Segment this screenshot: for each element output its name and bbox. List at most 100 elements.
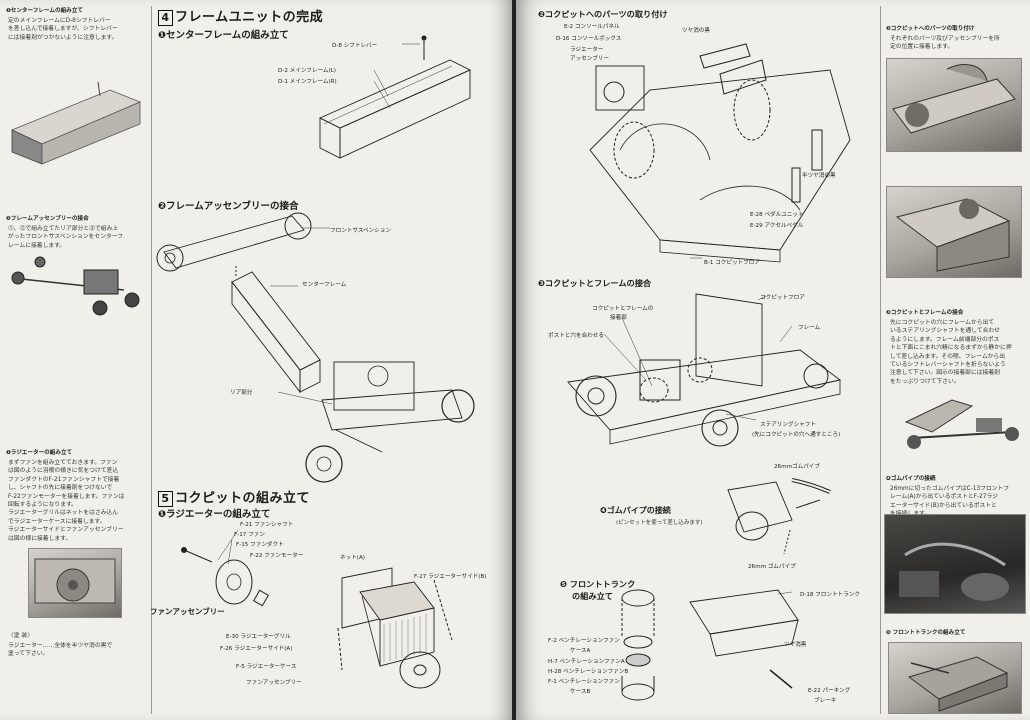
text-line: し、シャフトの先に接着剤をつけないで bbox=[8, 485, 113, 492]
part-label: F-22 ファンモーター bbox=[250, 553, 304, 559]
cockpit-frame-photo bbox=[892, 392, 1022, 454]
cockpit-photo-1 bbox=[886, 58, 1022, 152]
rubber-pipe-photo-drawing bbox=[899, 542, 1009, 601]
text-line: には接着剤がつかないように注意します。 bbox=[8, 34, 118, 41]
sidebar-step-text: 先にコクピットの穴にフレームから出て いるステアリングシャフトを通して合わせ る… bbox=[890, 319, 1012, 386]
step-title: ❶センターフレームの組み立て bbox=[158, 30, 289, 41]
section-title-text: コクピットの組み立て bbox=[175, 491, 311, 506]
cockpit-frame-diagram bbox=[567, 293, 842, 447]
center-frame-photo-drawing bbox=[11, 81, 142, 165]
left-page: ❶センターフレームの組み立て 定のメインフレームにD-8シフトレバー を差し込ん… bbox=[0, 0, 514, 720]
text-line: ラジエーター……全体を半ツヤ消の黒で bbox=[8, 643, 113, 649]
sidebar-step-title: ❶センターフレームの組み立て bbox=[6, 8, 83, 14]
text-line: は図の様に接着します。 bbox=[8, 535, 72, 542]
part-label: ケースB bbox=[570, 689, 591, 695]
cockpit-frame-photo-drawing bbox=[904, 399, 1019, 449]
part-label: 接着部 bbox=[610, 315, 627, 321]
part-label: E-2 コンソールパネル bbox=[564, 24, 620, 30]
step-title: ❹ゴムパイプの接続 bbox=[600, 506, 671, 515]
part-label: 半ツヤ消の黒 bbox=[802, 173, 836, 179]
text-line: をたっぷりつけて下さい。 bbox=[890, 378, 960, 385]
part-label: コクピットフロア bbox=[760, 295, 805, 301]
radiator-photo bbox=[28, 548, 122, 618]
part-label: D-1 メインフレーム(R) bbox=[278, 79, 337, 85]
text-line: いるステアリングシャフトを通して合わせ bbox=[890, 328, 1000, 335]
part-label: リア部分 bbox=[230, 390, 253, 396]
part-label: F-5 ラジエーターケース bbox=[236, 664, 297, 670]
text-line: F-22ファンモーターを接着します。ファンは bbox=[8, 493, 125, 500]
part-label: ポストと穴を合わせる bbox=[548, 333, 604, 339]
step-title-cont: の組み立て bbox=[572, 591, 613, 601]
front-trunk-diagram bbox=[621, 589, 799, 701]
part-label: D-18 フロントトランク bbox=[800, 592, 860, 598]
text-line: まずファンを組み立てておきます。ファン bbox=[8, 460, 118, 466]
text-line: 26mmに切ったゴムパイプはC-13フロントフ bbox=[890, 486, 1010, 492]
text-line: は図のように羽根の傾きに気をつけて差込 bbox=[8, 468, 119, 475]
step-note: (ピンセットを使って差し込みます) bbox=[616, 520, 703, 526]
left-sidebar: ❶センターフレームの組み立て 定のメインフレームにD-8シフトレバー を差し込ん… bbox=[0, 0, 150, 720]
part-label: ツヤ消黒 bbox=[784, 642, 807, 648]
part-label: E-28 ペダルユニット bbox=[750, 212, 804, 218]
sidebar-step-text: それぞれのパーツ及びアッセンブリーを所 定の位置に接着します。 bbox=[890, 35, 1000, 52]
text-line: それぞれのパーツ及びアッセンブリーを所 bbox=[890, 36, 1000, 42]
part-label: E-22 パーキング bbox=[808, 688, 851, 694]
sidebar-step-title: ❹ゴムパイプの接続 bbox=[886, 476, 936, 482]
part-label: F-26 ラジエーターサイド(A) bbox=[220, 646, 293, 652]
part-label: F-27 ラジエーターサイド(B) bbox=[414, 574, 487, 580]
text-line: レームに接着します。 bbox=[8, 242, 66, 249]
step-title: ❷フレームアッセンブリーの接合 bbox=[158, 201, 299, 212]
section-number: 4 bbox=[158, 10, 173, 26]
part-label: センターフレーム bbox=[302, 282, 347, 288]
text-line: ⓵、⓶で組み立てたリア部分と⓷で組み上 bbox=[8, 226, 119, 232]
text-line: 定のメインフレームにD-8シフトレバー bbox=[8, 18, 111, 24]
text-line: を差し込んで接着しますが、シフトレバー bbox=[8, 26, 118, 33]
part-label: F-21 ファンシャフト bbox=[240, 522, 294, 528]
part-label: 26mm ゴムパイプ bbox=[748, 564, 796, 570]
rubber-pipe-photo bbox=[884, 514, 1026, 614]
center-frame-photo bbox=[10, 72, 142, 167]
part-label: ツヤ消の黒 bbox=[682, 28, 710, 34]
text-line: トと下面にこまれ穴精になるまずから静かに押 bbox=[890, 345, 1012, 352]
part-label: ステアリングシャフト bbox=[760, 422, 816, 428]
part-label: H-7 ベンチレーションファンA bbox=[548, 659, 625, 665]
part-label: F-1 ベンチレーションファン bbox=[548, 679, 620, 685]
section-title-text: フレームユニットの完成 bbox=[175, 10, 324, 25]
step-title: ❺ フロントトランク bbox=[560, 579, 636, 589]
text-line: ラジエーターグリルはネットをはさみ込ん bbox=[8, 510, 119, 517]
cockpit-photo-2-drawing bbox=[895, 198, 1011, 272]
part-label: B-1 コクピットフロア bbox=[704, 260, 760, 266]
front-trunk-photo-drawing bbox=[907, 656, 1009, 712]
center-frame-diagram bbox=[318, 35, 472, 159]
sidebar-step-text: ⓵、⓶で組み立てたリア部分と⓷で組み上 がったフロントサスペンションをセンターフ… bbox=[8, 225, 148, 250]
rubber-pipe-diagram bbox=[727, 478, 831, 555]
part-label: フレーム bbox=[798, 325, 821, 331]
right-page: ❷コクピットへのパーツの取り付け E-2 コンソールパネル D-16 コンソール… bbox=[516, 0, 1030, 720]
text-line: でラジエーターケースに接着します。 bbox=[8, 518, 106, 525]
text-line: して差し込みます。その際、フレームから出 bbox=[890, 353, 1006, 360]
paint-note-title: 〈塗 装〉 bbox=[8, 633, 34, 639]
frame-assembly-diagram bbox=[156, 212, 475, 483]
part-label: E-29 アクセルペダル bbox=[750, 223, 804, 229]
part-label: ケースA bbox=[570, 648, 591, 654]
text-line: ているシフトレバーシャフトを折らないよう bbox=[890, 361, 1006, 368]
frame-assembly-photo-drawing bbox=[11, 256, 140, 316]
sidebar-step-title: ❷フレームアッセンブリーの接合 bbox=[6, 216, 89, 222]
text-line: レーム(A)から出ているポストとF-27ラジ bbox=[890, 494, 998, 501]
text-line: 定の位置に接着します。 bbox=[890, 44, 954, 51]
column-divider bbox=[151, 6, 152, 714]
part-label: E-30 ラジエーターグリル bbox=[226, 634, 291, 640]
part-label: ブレーキ bbox=[814, 698, 837, 704]
part-label: F-15 ファンダクト bbox=[236, 542, 284, 548]
text-line: 塗って下さい。 bbox=[8, 651, 49, 658]
text-line: エーターサイド(B)から出ているポストと bbox=[890, 502, 997, 509]
part-label: D-16 コンソールボックス bbox=[556, 36, 622, 42]
cockpit-photo-2 bbox=[886, 186, 1022, 278]
part-label: (先にコクピットの穴へ通すところ) bbox=[752, 432, 841, 438]
sidebar-step-title: ❸コクピットとフレームの接合 bbox=[886, 310, 964, 316]
radiator-photo-drawing bbox=[34, 558, 116, 604]
text-line: ファンダクトのF-21ファンシャフトで接着 bbox=[8, 476, 120, 483]
radiator-diagram bbox=[181, 529, 453, 689]
